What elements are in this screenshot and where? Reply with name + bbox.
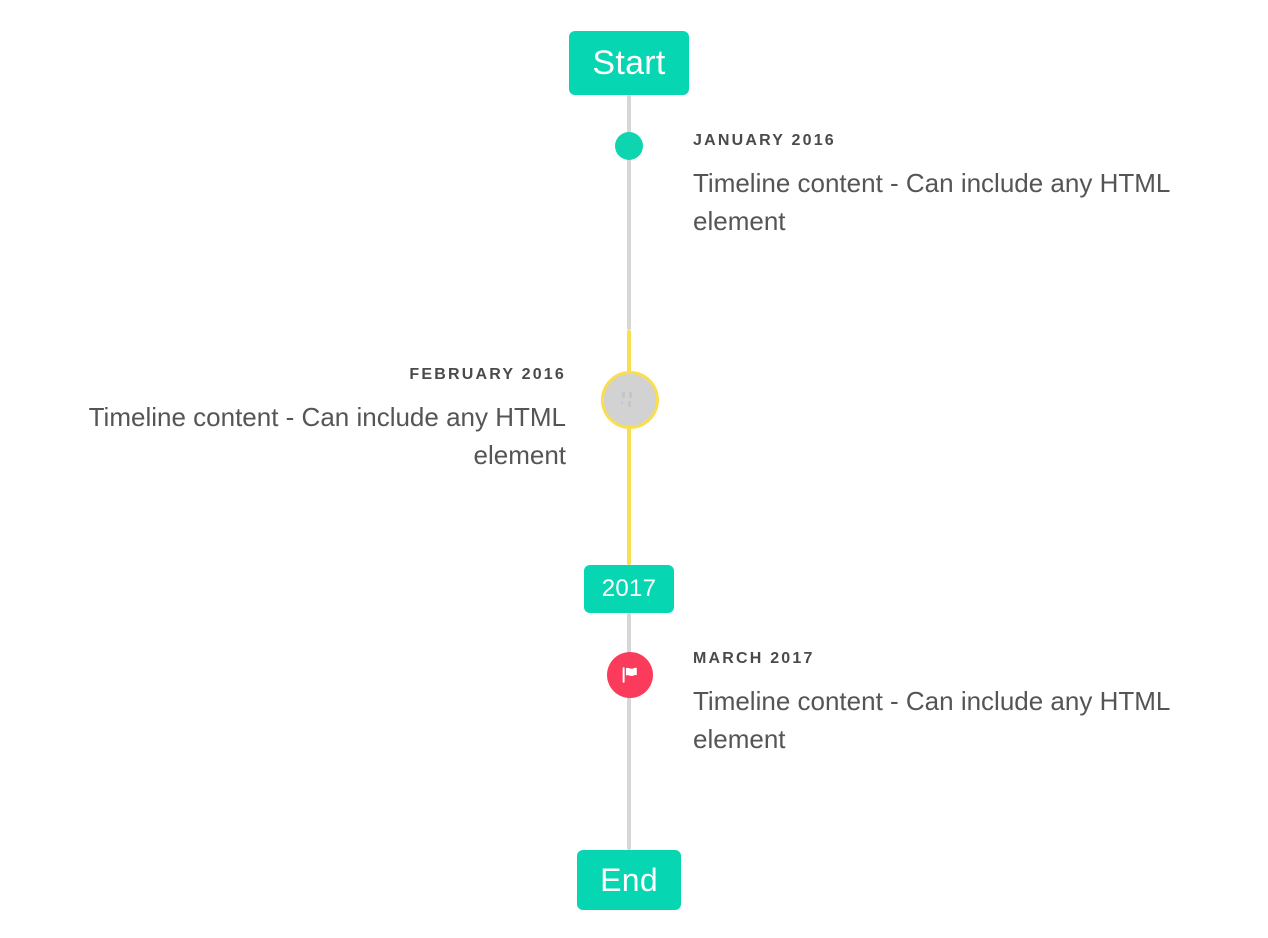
flag-icon <box>622 667 637 683</box>
entry-date-label: JANUARY 2016 <box>693 132 836 149</box>
marker-dot-icon[interactable] <box>615 132 643 160</box>
marker-broken-image-icon[interactable] <box>601 371 659 429</box>
entry-date-label: MARCH 2017 <box>693 650 815 667</box>
timeline-axis-segment-highlight <box>627 330 631 565</box>
marker-flag-icon[interactable] <box>607 652 653 698</box>
start-badge[interactable]: Start <box>569 31 689 95</box>
entry-date-label: FEBRUARY 2016 <box>409 366 566 383</box>
year-badge[interactable]: 2017 <box>584 565 674 613</box>
timeline-axis-segment-top <box>627 95 631 330</box>
timeline-axis-segment-bottom <box>627 613 631 850</box>
end-badge[interactable]: End <box>577 850 681 910</box>
entry-body-text: Timeline content - Can include any HTML … <box>693 685 1170 755</box>
broken-image-icon <box>620 391 640 409</box>
timeline-entry-january-2016: JANUARY 2016 Timeline content - Can incl… <box>693 132 1223 241</box>
entry-body-text: Timeline content - Can include any HTML … <box>88 401 566 471</box>
timeline-entry-february-2016: FEBRUARY 2016 Timeline content - Can inc… <box>38 366 566 475</box>
entry-body-text: Timeline content - Can include any HTML … <box>693 167 1170 237</box>
timeline-entry-march-2017: MARCH 2017 Timeline content - Can includ… <box>693 650 1223 759</box>
